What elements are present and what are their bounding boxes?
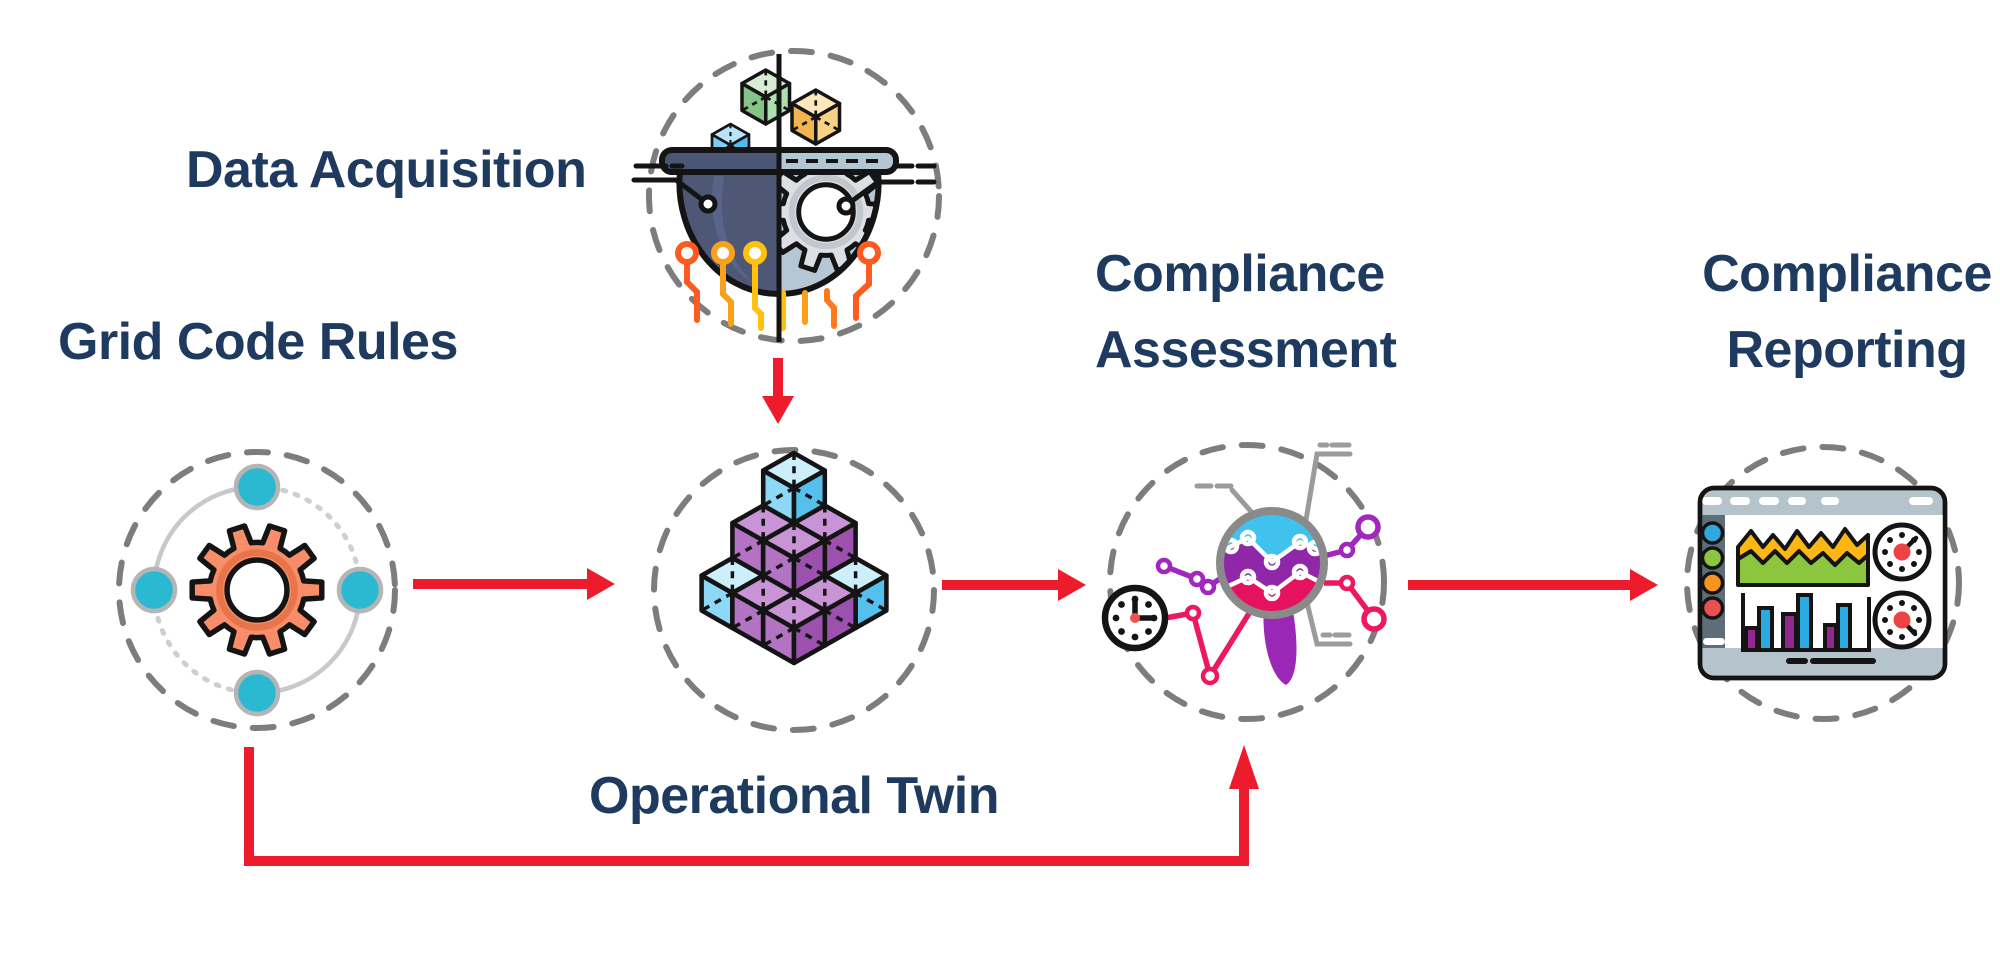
sidebar-bottom-dash <box>1703 638 1725 645</box>
cauldron-handles <box>631 163 937 216</box>
blue-dot <box>1700 521 1725 545</box>
compliance-assessment-icon <box>1101 442 1387 722</box>
dashed-circle <box>116 449 398 731</box>
label-compliance-reporting-line1: Compliance <box>1702 245 1992 303</box>
operational-twin-icon <box>651 447 937 733</box>
gauge-icon-bottom <box>1872 590 1932 650</box>
arrow-operational-twin-to-compliance-assessment <box>942 569 1086 601</box>
area-chart <box>1736 527 1870 587</box>
label-operational-twin: Operational Twin <box>589 767 999 825</box>
dashboard-window-icon <box>1697 485 1948 681</box>
dashed-circle <box>1684 444 1962 722</box>
green-cube-icon <box>740 68 792 126</box>
dashed-circle <box>646 48 942 344</box>
data-acquisition-icon <box>631 48 942 344</box>
magnifier-ring <box>1216 507 1328 619</box>
orange-cube-icon <box>790 88 842 146</box>
circuit-traces <box>675 241 881 331</box>
label-compliance-reporting-line2: Reporting <box>1726 321 1968 379</box>
bar-chart <box>1741 593 1871 652</box>
arrow-grid-code-rules-to-operational-twin <box>413 568 615 600</box>
browser-top-dashes <box>1702 497 1933 505</box>
label-compliance-assessment: Compliance Assessment <box>1095 236 1397 388</box>
dashed-circle <box>1107 442 1387 722</box>
trend-lines <box>1155 514 1387 686</box>
sidebar-status-dots <box>1700 521 1725 620</box>
gear-icon <box>192 526 322 654</box>
grid-code-rules-icon <box>116 449 398 731</box>
green-dot <box>1700 546 1725 570</box>
label-compliance-assessment-line1: Compliance <box>1095 245 1385 303</box>
gauge-icon-top <box>1872 522 1932 582</box>
label-data-acquisition: Data Acquisition <box>186 141 587 199</box>
clock-icon <box>1101 584 1169 652</box>
orbit-node-dots <box>130 463 384 717</box>
cube-pyramid-icon <box>702 453 887 663</box>
label-grid-code-rules: Grid Code Rules <box>58 313 458 371</box>
dashed-circle <box>651 447 937 733</box>
compliance-reporting-icon <box>1684 444 1962 722</box>
arrow-compliance-assessment-to-compliance-reporting <box>1408 569 1658 601</box>
label-compliance-assessment-line2: Assessment <box>1095 321 1397 379</box>
magnifier-handle <box>1263 600 1297 685</box>
red-dot <box>1700 596 1725 620</box>
label-compliance-reporting: Compliance Reporting <box>1692 236 2000 388</box>
orange-dot <box>1700 571 1725 595</box>
